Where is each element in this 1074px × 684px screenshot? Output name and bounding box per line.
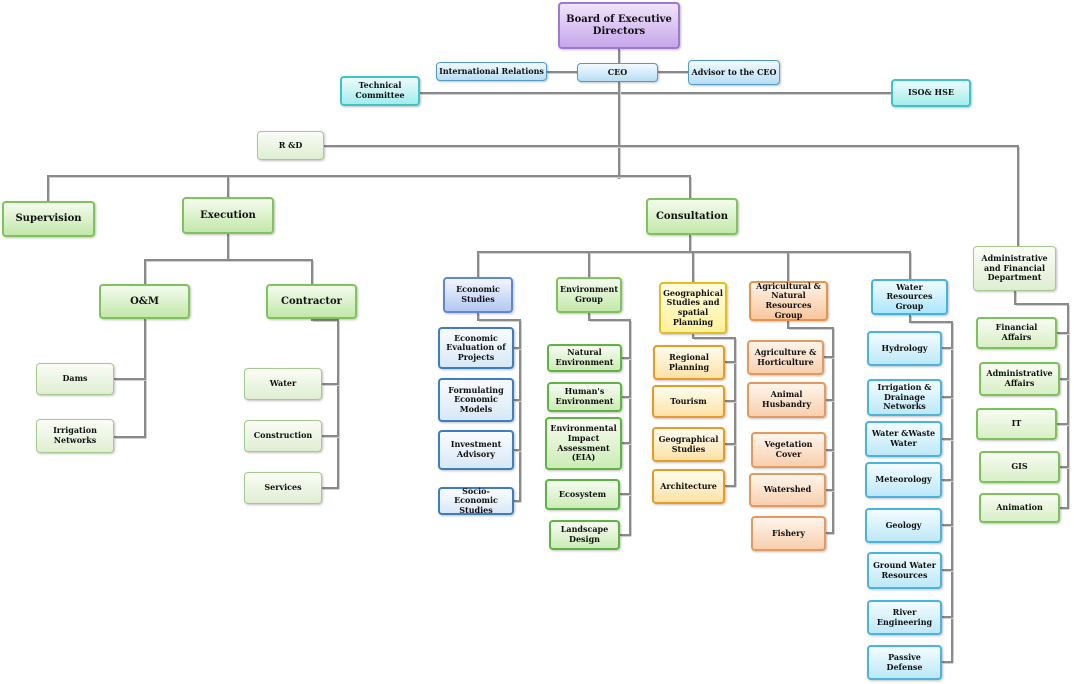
geo-item-regional-planning: Regional Planning [653, 345, 725, 380]
contractor-node: Contractor [266, 284, 357, 319]
agr-item-fishery: Fishery [751, 516, 826, 551]
admin-item-administrative-affairs: Administrative Affairs [979, 362, 1060, 396]
consultation-node: Consultation [646, 198, 738, 235]
econ-item-evaluation: Economic Evaluation of Projects [438, 327, 514, 369]
execution-node: Execution [182, 197, 274, 234]
water-resources-group-head: Water Resources Group [871, 279, 948, 315]
geographical-studies-head: Geographical Studies and spatial Plannin… [659, 282, 727, 334]
water-item-passive-defense: Passive Defense [867, 645, 942, 680]
advisor-to-ceo-node: Advisor to the CEO [688, 60, 780, 85]
econ-item-models: Formulating Economic Models [438, 378, 514, 422]
environment-group-head: Environment Group [556, 277, 622, 313]
contractor-item-construction: Construction [244, 420, 322, 452]
water-item-geology: Geology [865, 508, 942, 543]
agr-item-watershed: Watershed [749, 473, 826, 507]
admin-item-gis: GIS [979, 451, 1060, 483]
admin-financial-department-node: Administrative and Financial Department [973, 246, 1056, 291]
admin-item-it: IT [976, 408, 1057, 440]
contractor-item-services: Services [244, 472, 322, 504]
geo-item-geographical-studies: Geographical Studies [652, 427, 725, 462]
om-item-irrigation-networks: Irrigation Networks [36, 419, 114, 453]
technical-committee-node: Technical Committee [340, 76, 420, 106]
water-item-irrigation-drainage: Irrigation & Drainage Networks [867, 379, 942, 416]
agr-item-animal-husbandry: Animal Husbandry [747, 382, 826, 418]
admin-item-animation: Animation [979, 493, 1060, 523]
water-item-waste-water: Water &Waste Water [865, 421, 942, 457]
ceo-node: CEO [577, 63, 658, 82]
water-item-ground-water: Ground Water Resources [867, 552, 942, 589]
agricultural-group-head: Agricultural & Natural Resources Group [749, 281, 828, 321]
admin-item-financial-affairs: Financial Affairs [976, 317, 1057, 349]
env-item-human: Human's Environment [547, 382, 622, 412]
economic-studies-head: Economic Studies [443, 277, 513, 313]
geo-item-architecture: Architecture [652, 469, 725, 504]
agr-item-vegetation: Vegetation Cover [751, 432, 826, 468]
iso-hse-node: ISO& HSE [891, 79, 971, 107]
rnd-node: R &D [257, 131, 324, 160]
om-item-dams: Dams [36, 363, 114, 395]
geo-item-tourism: Tourism [652, 385, 725, 418]
env-item-ecosystem: Ecosystem [545, 479, 620, 510]
water-item-river-engineering: River Engineering [867, 600, 942, 635]
agr-item-horticulture: Agriculture & Horticulture [747, 340, 824, 375]
contractor-item-water: Water [244, 368, 322, 400]
econ-item-investment: Investment Advisory [438, 430, 514, 470]
env-item-natural: Natural Environment [547, 344, 622, 372]
env-item-landscape: Landscape Design [549, 520, 620, 550]
international-relations-node: International Relations [436, 62, 547, 81]
econ-item-socio-economic: Socio-Economic Studies [438, 486, 514, 515]
water-item-hydrology: Hydrology [867, 331, 942, 366]
om-node: O&M [99, 284, 190, 319]
water-item-meteorology: Meteorology [865, 462, 942, 498]
supervision-node: Supervision [2, 201, 95, 237]
board-of-executive-directors: Board of Executive Directors [558, 2, 680, 49]
env-item-eia: Environmental Impact Assessment (EIA) [545, 417, 622, 470]
